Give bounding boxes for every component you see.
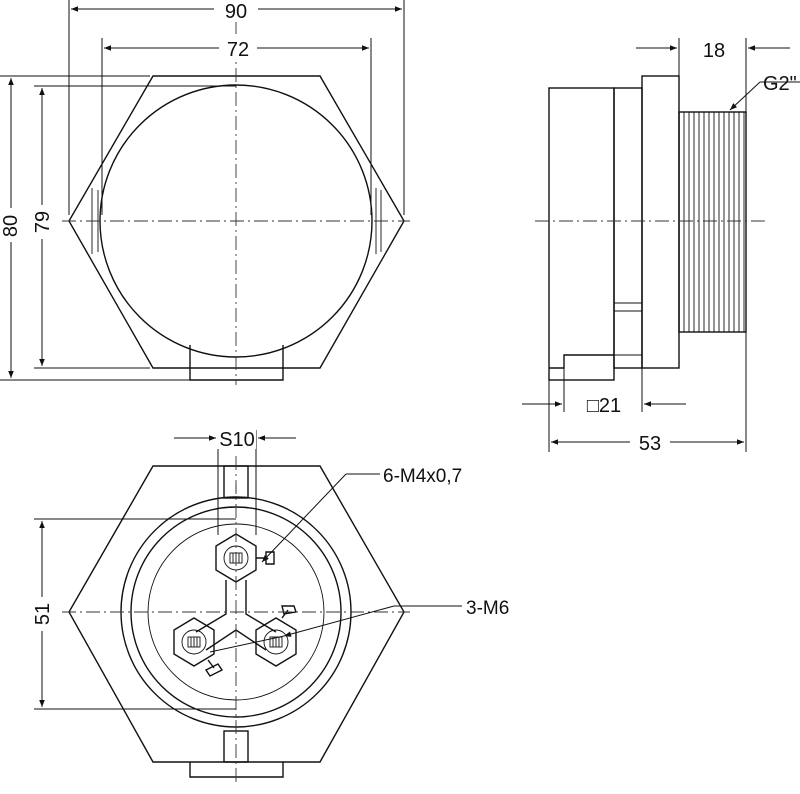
- dim-72: 72: [227, 39, 249, 61]
- callout-terminals: 3-M6: [466, 598, 509, 619]
- terminal-right: [255, 605, 297, 667]
- rear-bottom-lug: [189, 762, 284, 778]
- terminal-left: [173, 617, 224, 677]
- callout-screws: 6-M4x0,7: [383, 466, 462, 487]
- front-bottom-lug: [189, 345, 284, 381]
- front-hex-outline: [68, 75, 405, 369]
- dim-53: 53: [639, 433, 661, 455]
- front-view: 90 72 80 79: [0, 0, 410, 385]
- dim-18: 18: [703, 40, 725, 62]
- dim-90: 90: [225, 1, 247, 23]
- side-flange: [641, 75, 680, 369]
- side-rear-body: [548, 87, 615, 381]
- dim-square-21: □21: [587, 395, 621, 417]
- side-thread: [678, 111, 747, 333]
- dim-79: 79: [32, 211, 54, 233]
- rear-view: S10 51 6-M4x0,7 3-M6: [31, 427, 509, 785]
- dim-80: 80: [0, 215, 22, 237]
- dim-51: 51: [32, 603, 54, 625]
- dim-s10: S10: [219, 429, 255, 451]
- thread-callout: G2": [763, 73, 797, 95]
- side-view: 18 G2" □21 53: [522, 38, 800, 455]
